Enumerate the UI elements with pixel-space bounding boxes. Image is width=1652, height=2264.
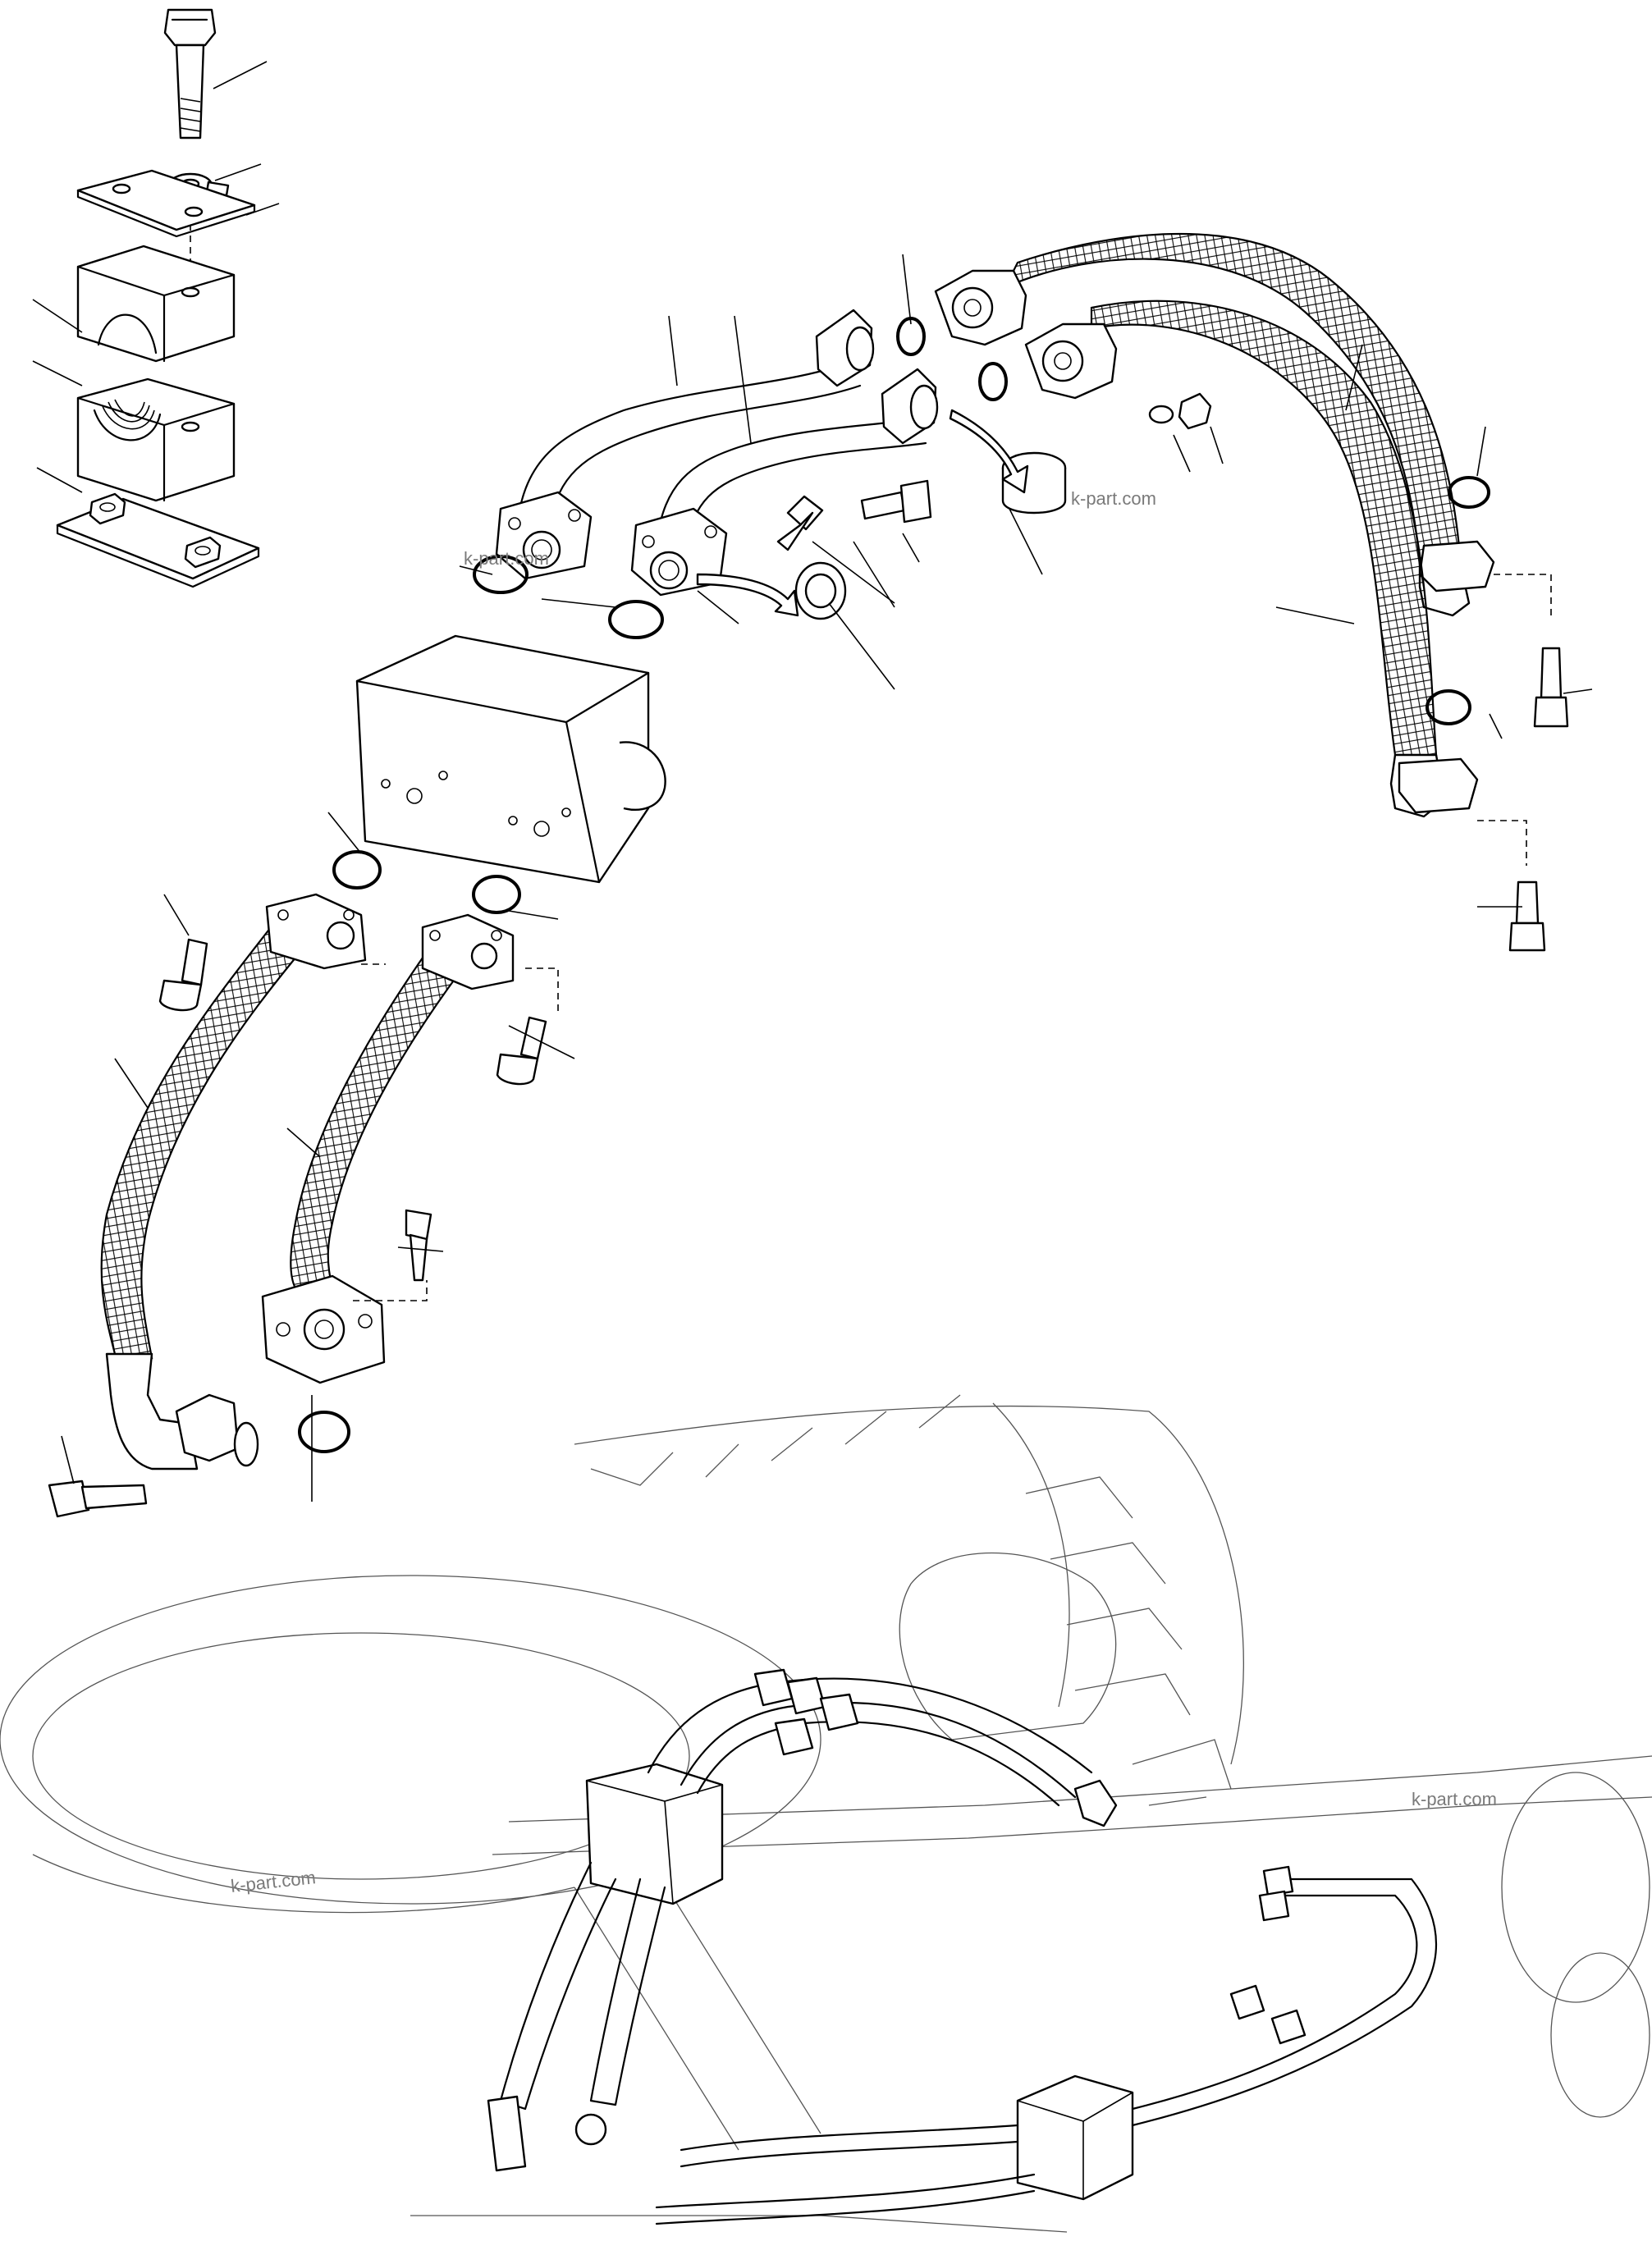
tube-2-flange-nut (881, 368, 939, 445)
wheel-disc-outline (0, 1575, 821, 1914)
o-ring-lower-1 (332, 850, 382, 890)
o-ring-block-2 (608, 600, 664, 639)
o-ring-right-1 (1448, 476, 1490, 509)
tyre-outline (574, 1394, 1244, 1806)
watermark-text: k-part.com (1412, 1789, 1497, 1809)
inner-hose-elbow-flange (1389, 753, 1479, 818)
weld-nut-left (89, 492, 126, 525)
o-ring-upper-1 (896, 317, 926, 356)
flange-screw-1 (860, 479, 932, 524)
outer-hose-elbow-flange (1418, 540, 1495, 617)
socket-screw-lower-3 (405, 1209, 432, 1282)
clamp-bolt (163, 8, 217, 139)
upper-hose-inner (1024, 300, 1479, 818)
assembled-machine-view (0, 1394, 1652, 2233)
assembled-lower-hoses (487, 1861, 666, 2172)
o-ring-block-1 (473, 555, 529, 594)
tube-1-flange-nut (815, 309, 875, 387)
right-hose-top-flange (421, 913, 515, 990)
hose-clamp-assembly (32, 8, 280, 588)
assembled-upper-tubes (647, 1668, 1118, 1827)
lower-hose-left (100, 893, 367, 1470)
left-hose-elbow (105, 1352, 240, 1470)
assembled-rear-block (1016, 2074, 1134, 2201)
socket-screw-lower-2 (496, 1016, 547, 1086)
clamp-base-plate (56, 497, 260, 580)
hex-bolt-lower (48, 1480, 148, 1518)
socket-screw-right-2 (1508, 880, 1546, 952)
right-hose-bottom-flange (261, 1274, 386, 1384)
tube-2-split-flange (630, 507, 728, 597)
assembled-block (585, 1763, 724, 1905)
o-ring-upper-2 (978, 362, 1008, 401)
clamp-lower-half (76, 377, 236, 502)
direction-arrow-1 (696, 573, 799, 617)
assembled-rear-hoses (655, 1865, 1438, 2225)
o-ring-lower-2 (472, 875, 521, 914)
weld-nut-right (184, 536, 222, 569)
direction-arrow-2 (949, 409, 1029, 494)
axle-drum-outline (899, 1552, 1117, 1740)
upper-hose-outer (934, 233, 1495, 617)
flange-screw-2 (776, 495, 824, 551)
washer-pair (1148, 392, 1212, 430)
upper-steel-tube-1 (495, 309, 875, 580)
upper-steel-tube-2 (630, 368, 939, 597)
distribution-block (355, 634, 666, 884)
clamp-upper-half (76, 245, 236, 363)
outer-hose-end-fitting (934, 269, 1027, 346)
socket-screw-right-1 (1533, 647, 1569, 728)
inner-hose-end-fitting (1024, 322, 1118, 400)
sealing-plug (794, 561, 847, 620)
watermark-text: k-part.com (230, 1867, 317, 1896)
watermark-text: k-part.com (1071, 488, 1156, 509)
leader-lines (61, 254, 1593, 1502)
o-ring-right-2 (1425, 689, 1471, 725)
o-ring-bottom (298, 1411, 350, 1453)
left-hose-top-flange (265, 893, 367, 970)
tube-1-split-flange (495, 491, 593, 580)
lower-hose-right (261, 913, 515, 1384)
watermark-text: k-part.com (464, 548, 549, 569)
seal-ring-bottom (233, 1421, 259, 1467)
socket-screw-lower-1 (158, 938, 208, 1012)
